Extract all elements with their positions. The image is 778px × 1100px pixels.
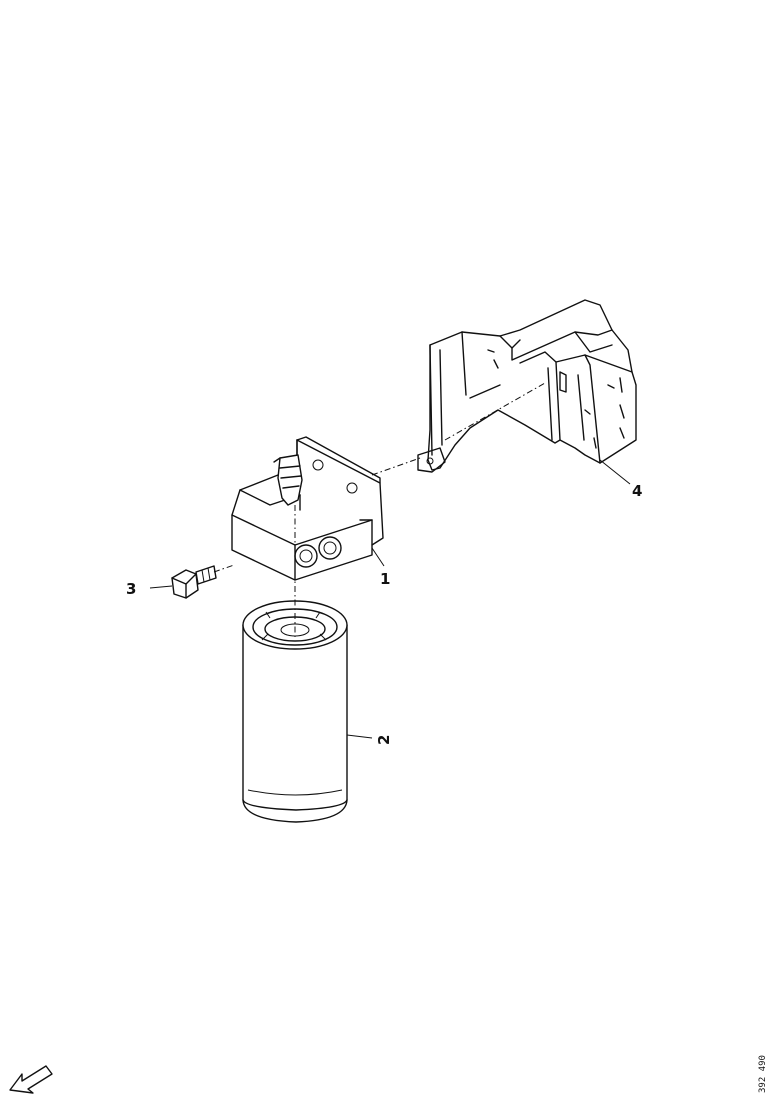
drawing-code: 392 490: [758, 1055, 768, 1093]
part-1-filter-head: [231, 436, 384, 581]
part-4-bracket: [417, 299, 637, 473]
callout-2: 2: [375, 735, 393, 745]
callout-4: 4: [632, 482, 642, 500]
part-3-bolt: [171, 565, 217, 599]
callout-1: 1: [380, 570, 390, 588]
callout-3: 3: [126, 580, 136, 598]
arrow-down-left-icon: [9, 1065, 53, 1094]
assembly-centerlines: [213, 382, 546, 640]
part-2-filter-cartridge: [242, 600, 348, 823]
leader-lines: [149, 459, 631, 739]
